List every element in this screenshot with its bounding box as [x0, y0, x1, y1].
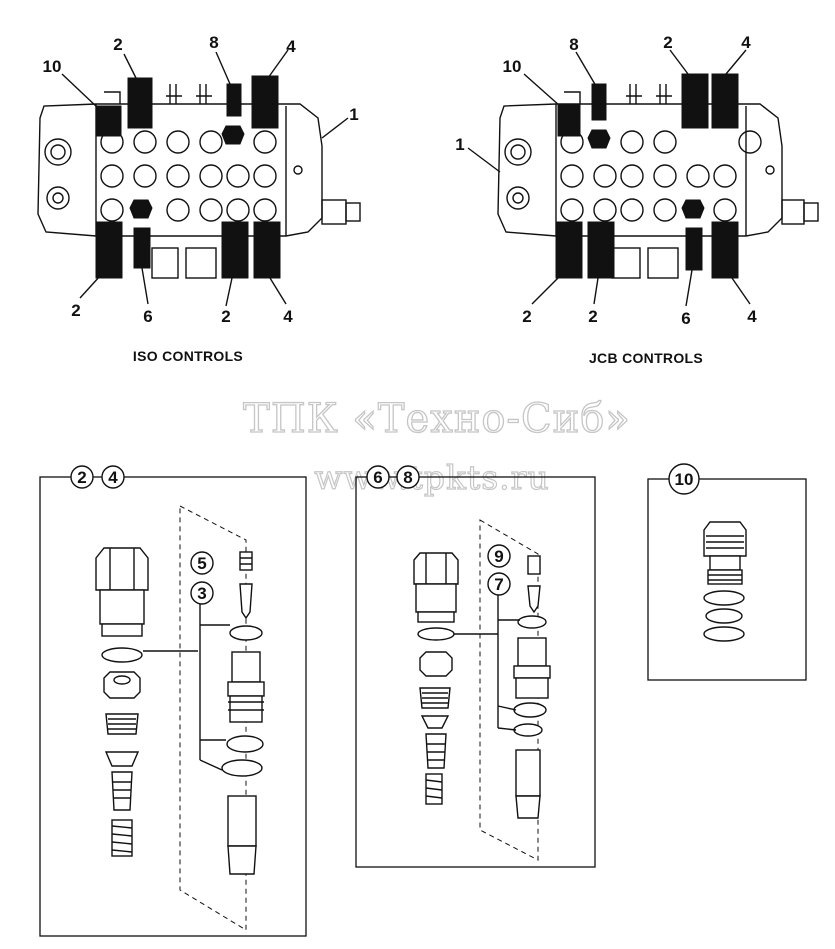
iso-label-8-top: 8 — [209, 33, 218, 52]
detail-10-panel — [647, 463, 807, 681]
jcb-controls-caption: JCB CONTROLS — [589, 350, 703, 366]
detail-6-8-badge-6: 6 — [373, 468, 382, 487]
jcb-label-10-top: 10 — [503, 57, 522, 76]
jcb-label-2-bottom-a: 2 — [522, 307, 531, 326]
iso-label-2-bottom-b: 2 — [221, 307, 230, 326]
iso-controls-caption: ISO CONTROLS — [133, 348, 243, 364]
detail-6-8-callout-7: 7 — [494, 575, 503, 594]
detail-6-8-callout-9: 9 — [494, 547, 503, 566]
detail-10-badge: 10 — [675, 470, 694, 489]
jcb-label-2-bottom-b: 2 — [588, 307, 597, 326]
detail-2-4-panel — [39, 465, 307, 937]
detail-2-4-callout-5: 5 — [197, 554, 206, 573]
iso-label-1-body: 1 — [349, 105, 358, 124]
iso-label-10-top: 10 — [43, 57, 62, 76]
iso-label-6-bottom: 6 — [143, 307, 152, 326]
jcb-label-4-bottom: 4 — [747, 307, 757, 326]
iso-label-4-bottom: 4 — [283, 307, 293, 326]
detail-2-4-callout-3: 3 — [197, 584, 206, 603]
iso-label-2-top: 2 — [113, 35, 122, 54]
detail-6-8-panel — [355, 465, 596, 868]
jcb-label-4-top: 4 — [741, 33, 751, 52]
iso-label-2-bottom-a: 2 — [71, 301, 80, 320]
jcb-label-8-top: 8 — [569, 35, 578, 54]
jcb-label-2-top: 2 — [663, 33, 672, 52]
detail-6-8-badge-8: 8 — [403, 468, 412, 487]
jcb-label-6-bottom: 6 — [681, 309, 690, 328]
iso-valve-block — [37, 49, 361, 307]
jcb-valve-block — [467, 49, 819, 307]
iso-label-4-top: 4 — [286, 37, 296, 56]
detail-2-4-badge-4: 4 — [108, 468, 118, 487]
jcb-label-1-body: 1 — [455, 135, 464, 154]
watermark-company: ТПК «Техно-Сиб» — [243, 396, 631, 442]
detail-2-4-badge-2: 2 — [77, 468, 86, 487]
